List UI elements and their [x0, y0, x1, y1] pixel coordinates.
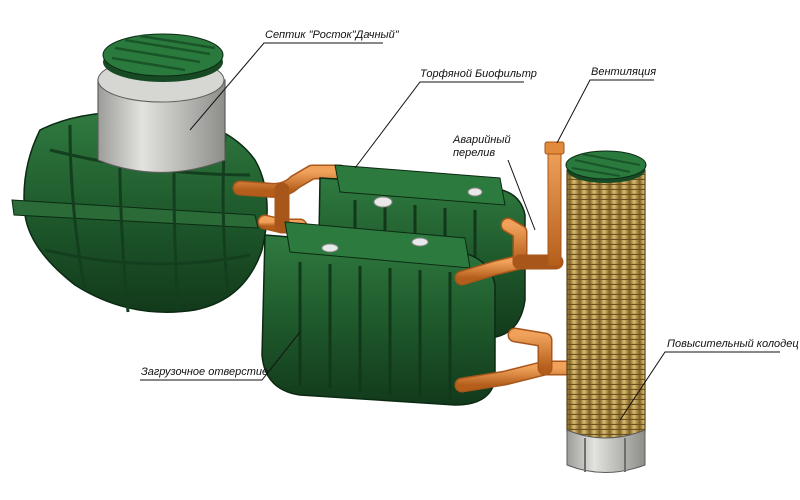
label-biofilter: Торфяной Биофильтр [420, 68, 537, 80]
leader-septic [189, 42, 383, 131]
leader-pressure-well [619, 351, 780, 421]
overflow-pipes [454, 217, 588, 393]
ventilation-pipe [544, 141, 565, 267]
leader-overflow [507, 159, 536, 231]
label-overflow-line2: перелив [453, 147, 496, 159]
label-overflow-line1: Аварийный [453, 134, 511, 146]
pressure-well [565, 150, 647, 473]
leader-loading [140, 331, 301, 381]
label-loading-hatch: Загрузочное отверстие [141, 366, 269, 378]
leader-ventilation [556, 79, 654, 144]
leader-biofilter [354, 81, 524, 169]
label-pressure-well: Повысительный колодец [667, 338, 799, 350]
label-ventilation: Вентиляция [591, 66, 657, 78]
biofilter-front-tank [261, 221, 496, 406]
label-septic: Септик "Росток"Дачный" [265, 29, 399, 41]
septic-lid [102, 33, 224, 82]
label-overflow: Аварийный перелив [453, 134, 511, 160]
leader-lines [140, 42, 780, 421]
